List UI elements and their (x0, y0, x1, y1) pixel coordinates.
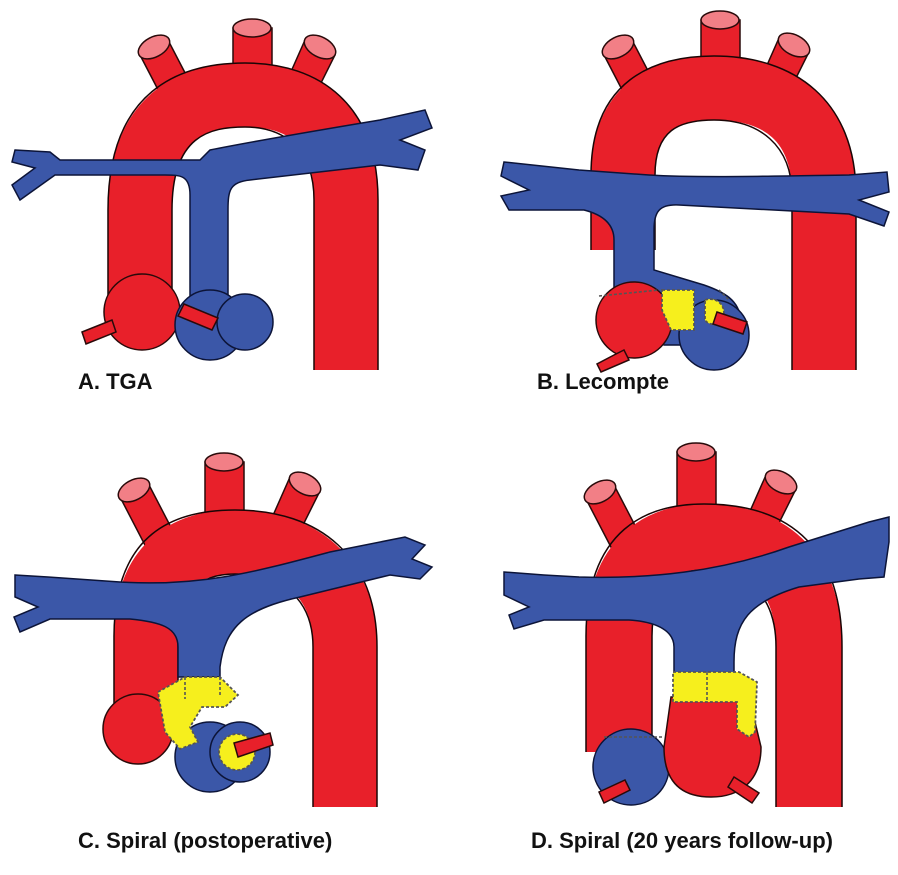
vessel-opening (233, 19, 271, 37)
vessel-opening (205, 453, 243, 471)
caption-a: A. TGA (78, 369, 153, 395)
caption-b: B. Lecompte (537, 369, 669, 395)
caption-d: D. Spiral (20 years follow-up) (531, 828, 833, 854)
spiral-postop-illustration (0, 437, 449, 875)
spiral-followup-illustration (449, 437, 898, 875)
aortic-root (104, 274, 180, 350)
vessel-opening (677, 443, 715, 461)
tga-illustration (0, 0, 449, 437)
panel-b-lecompte: B. Lecompte (449, 0, 898, 437)
panel-c-spiral-postoperative: C. Spiral (postoperative) (0, 437, 449, 874)
panel-d-spiral-follow-up: D. Spiral (20 years follow-up) (449, 437, 898, 874)
caption-c: C. Spiral (postoperative) (78, 828, 332, 854)
panel-a-tga: A. TGA (0, 0, 449, 437)
lecompte-illustration (449, 0, 898, 437)
aortic-root (596, 282, 672, 358)
vessel-opening (701, 11, 739, 29)
coronary-artery (82, 320, 116, 344)
pulmonary-root (217, 294, 273, 350)
